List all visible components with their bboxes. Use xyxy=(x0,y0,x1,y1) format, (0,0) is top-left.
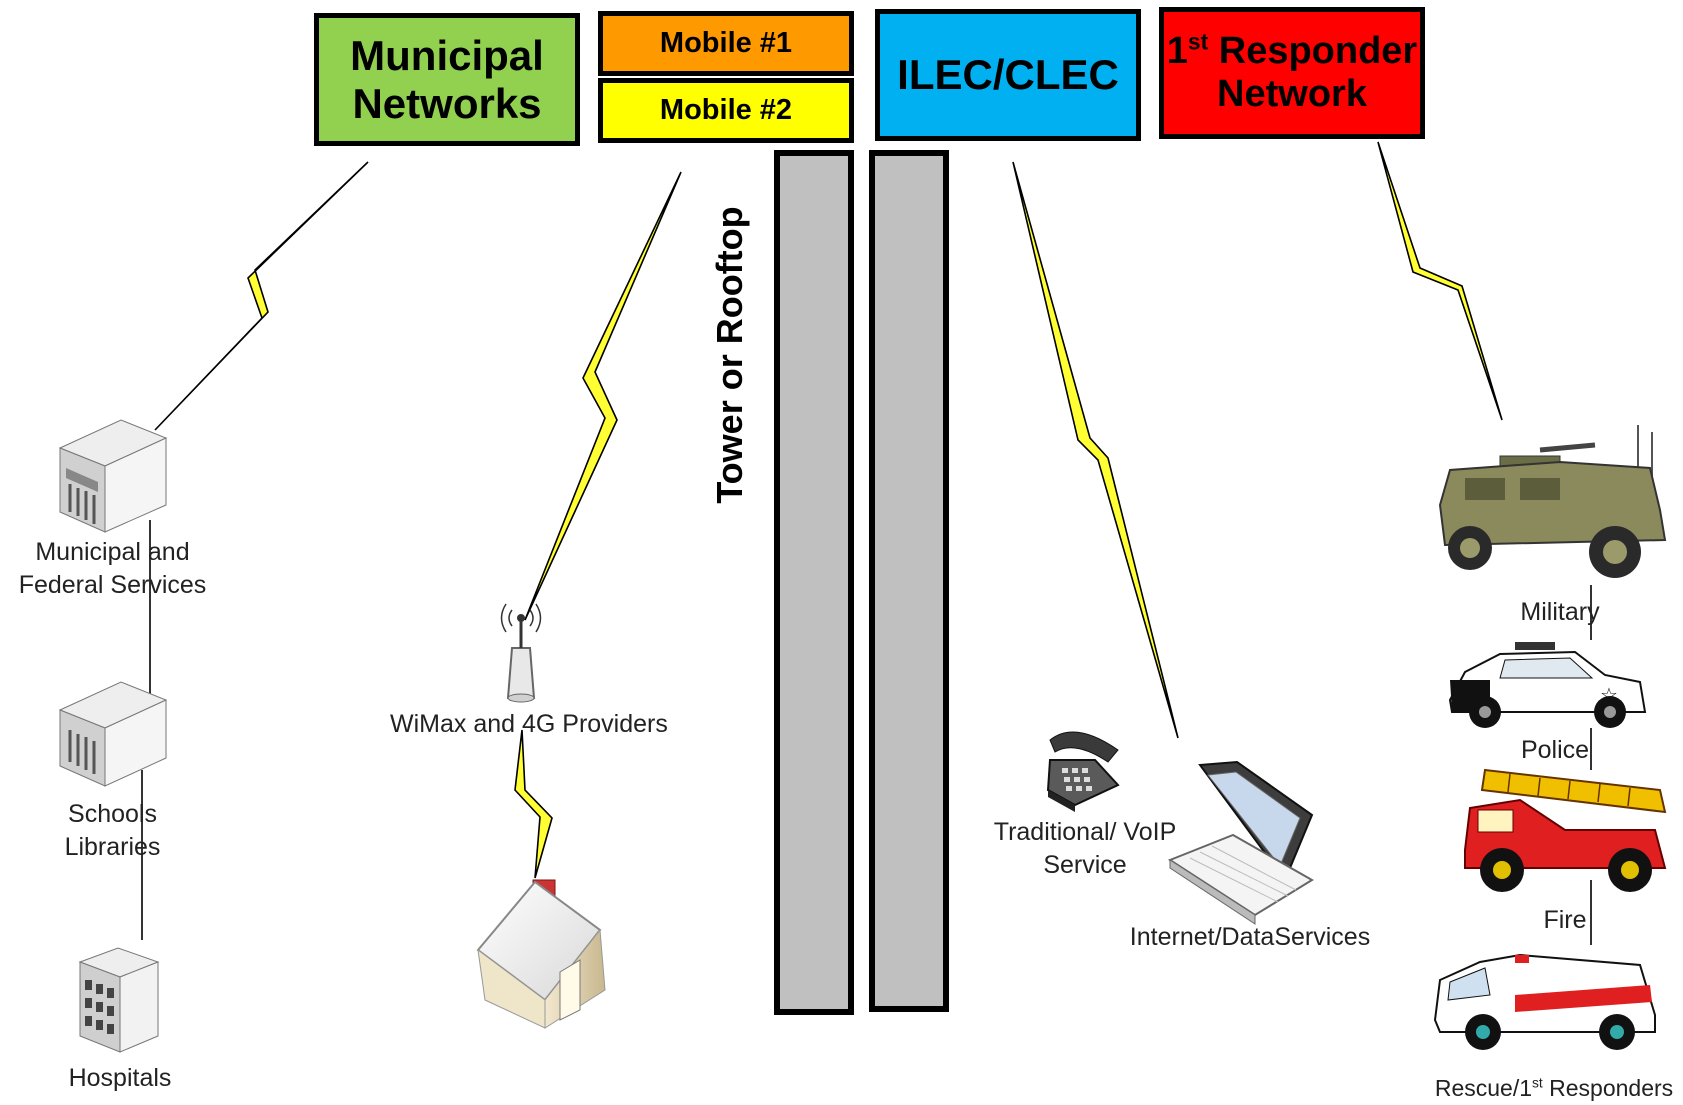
telephone-icon xyxy=(1046,731,1120,812)
hospitals-label: Hospitals xyxy=(68,1064,172,1092)
tower-left xyxy=(774,150,854,1015)
responder-text: Responder Network xyxy=(1217,30,1418,115)
wimax-4g-providers-label: WiMax and 4G Providers xyxy=(390,710,668,738)
tower-right xyxy=(869,150,949,1012)
mobile-2-box: Mobile #2 xyxy=(598,78,854,143)
military-label: Military xyxy=(1520,598,1600,626)
police-label: Police xyxy=(1520,736,1590,764)
fire-label: Fire xyxy=(1543,906,1587,934)
traditional-voip-service-label: Traditional/ VoIP Service xyxy=(993,818,1177,879)
house-icon xyxy=(476,879,606,1029)
lightning-mobile-wimax xyxy=(524,171,682,621)
lightning-municipal xyxy=(154,161,369,431)
schools-libraries-label: Schools Libraries xyxy=(64,800,161,861)
ilec-clec-box: ILEC/CLEC xyxy=(875,9,1141,141)
ambulance-icon xyxy=(1433,953,1656,1050)
building-icon xyxy=(58,419,168,533)
first-responder-network-box: 1st Responder Network xyxy=(1159,7,1425,139)
responders-text: Responders xyxy=(1542,1075,1674,1101)
lightning-wimax-house xyxy=(514,729,553,879)
police-car-icon: ☆ xyxy=(1448,642,1647,728)
hospital-icon xyxy=(78,947,160,1053)
lightning-responder xyxy=(1377,141,1503,421)
rescue-superscript: st xyxy=(1532,1075,1543,1091)
military-vehicle-icon xyxy=(1438,425,1667,578)
antenna-icon xyxy=(500,603,542,703)
school-icon xyxy=(58,681,168,787)
rescue-first-responders-label: Rescue/1st Responders xyxy=(1425,1072,1683,1105)
municipal-federal-services-label: Municipal and Federal Services xyxy=(18,538,207,599)
laptop-icon xyxy=(1167,760,1314,925)
municipal-networks-box: Municipal Networks xyxy=(314,13,580,146)
lightning-ilec-internet xyxy=(1012,161,1179,739)
mobile-1-box: Mobile #1 xyxy=(598,11,854,76)
fire-truck-icon xyxy=(1464,768,1667,892)
connector-lines xyxy=(141,520,1592,945)
responder-superscript: st xyxy=(1187,28,1209,55)
responder-number: 1 xyxy=(1166,30,1188,73)
rescue-text: Rescue/1 xyxy=(1434,1075,1532,1101)
internet-data-services-label: Internet/DataServices xyxy=(1129,923,1371,951)
